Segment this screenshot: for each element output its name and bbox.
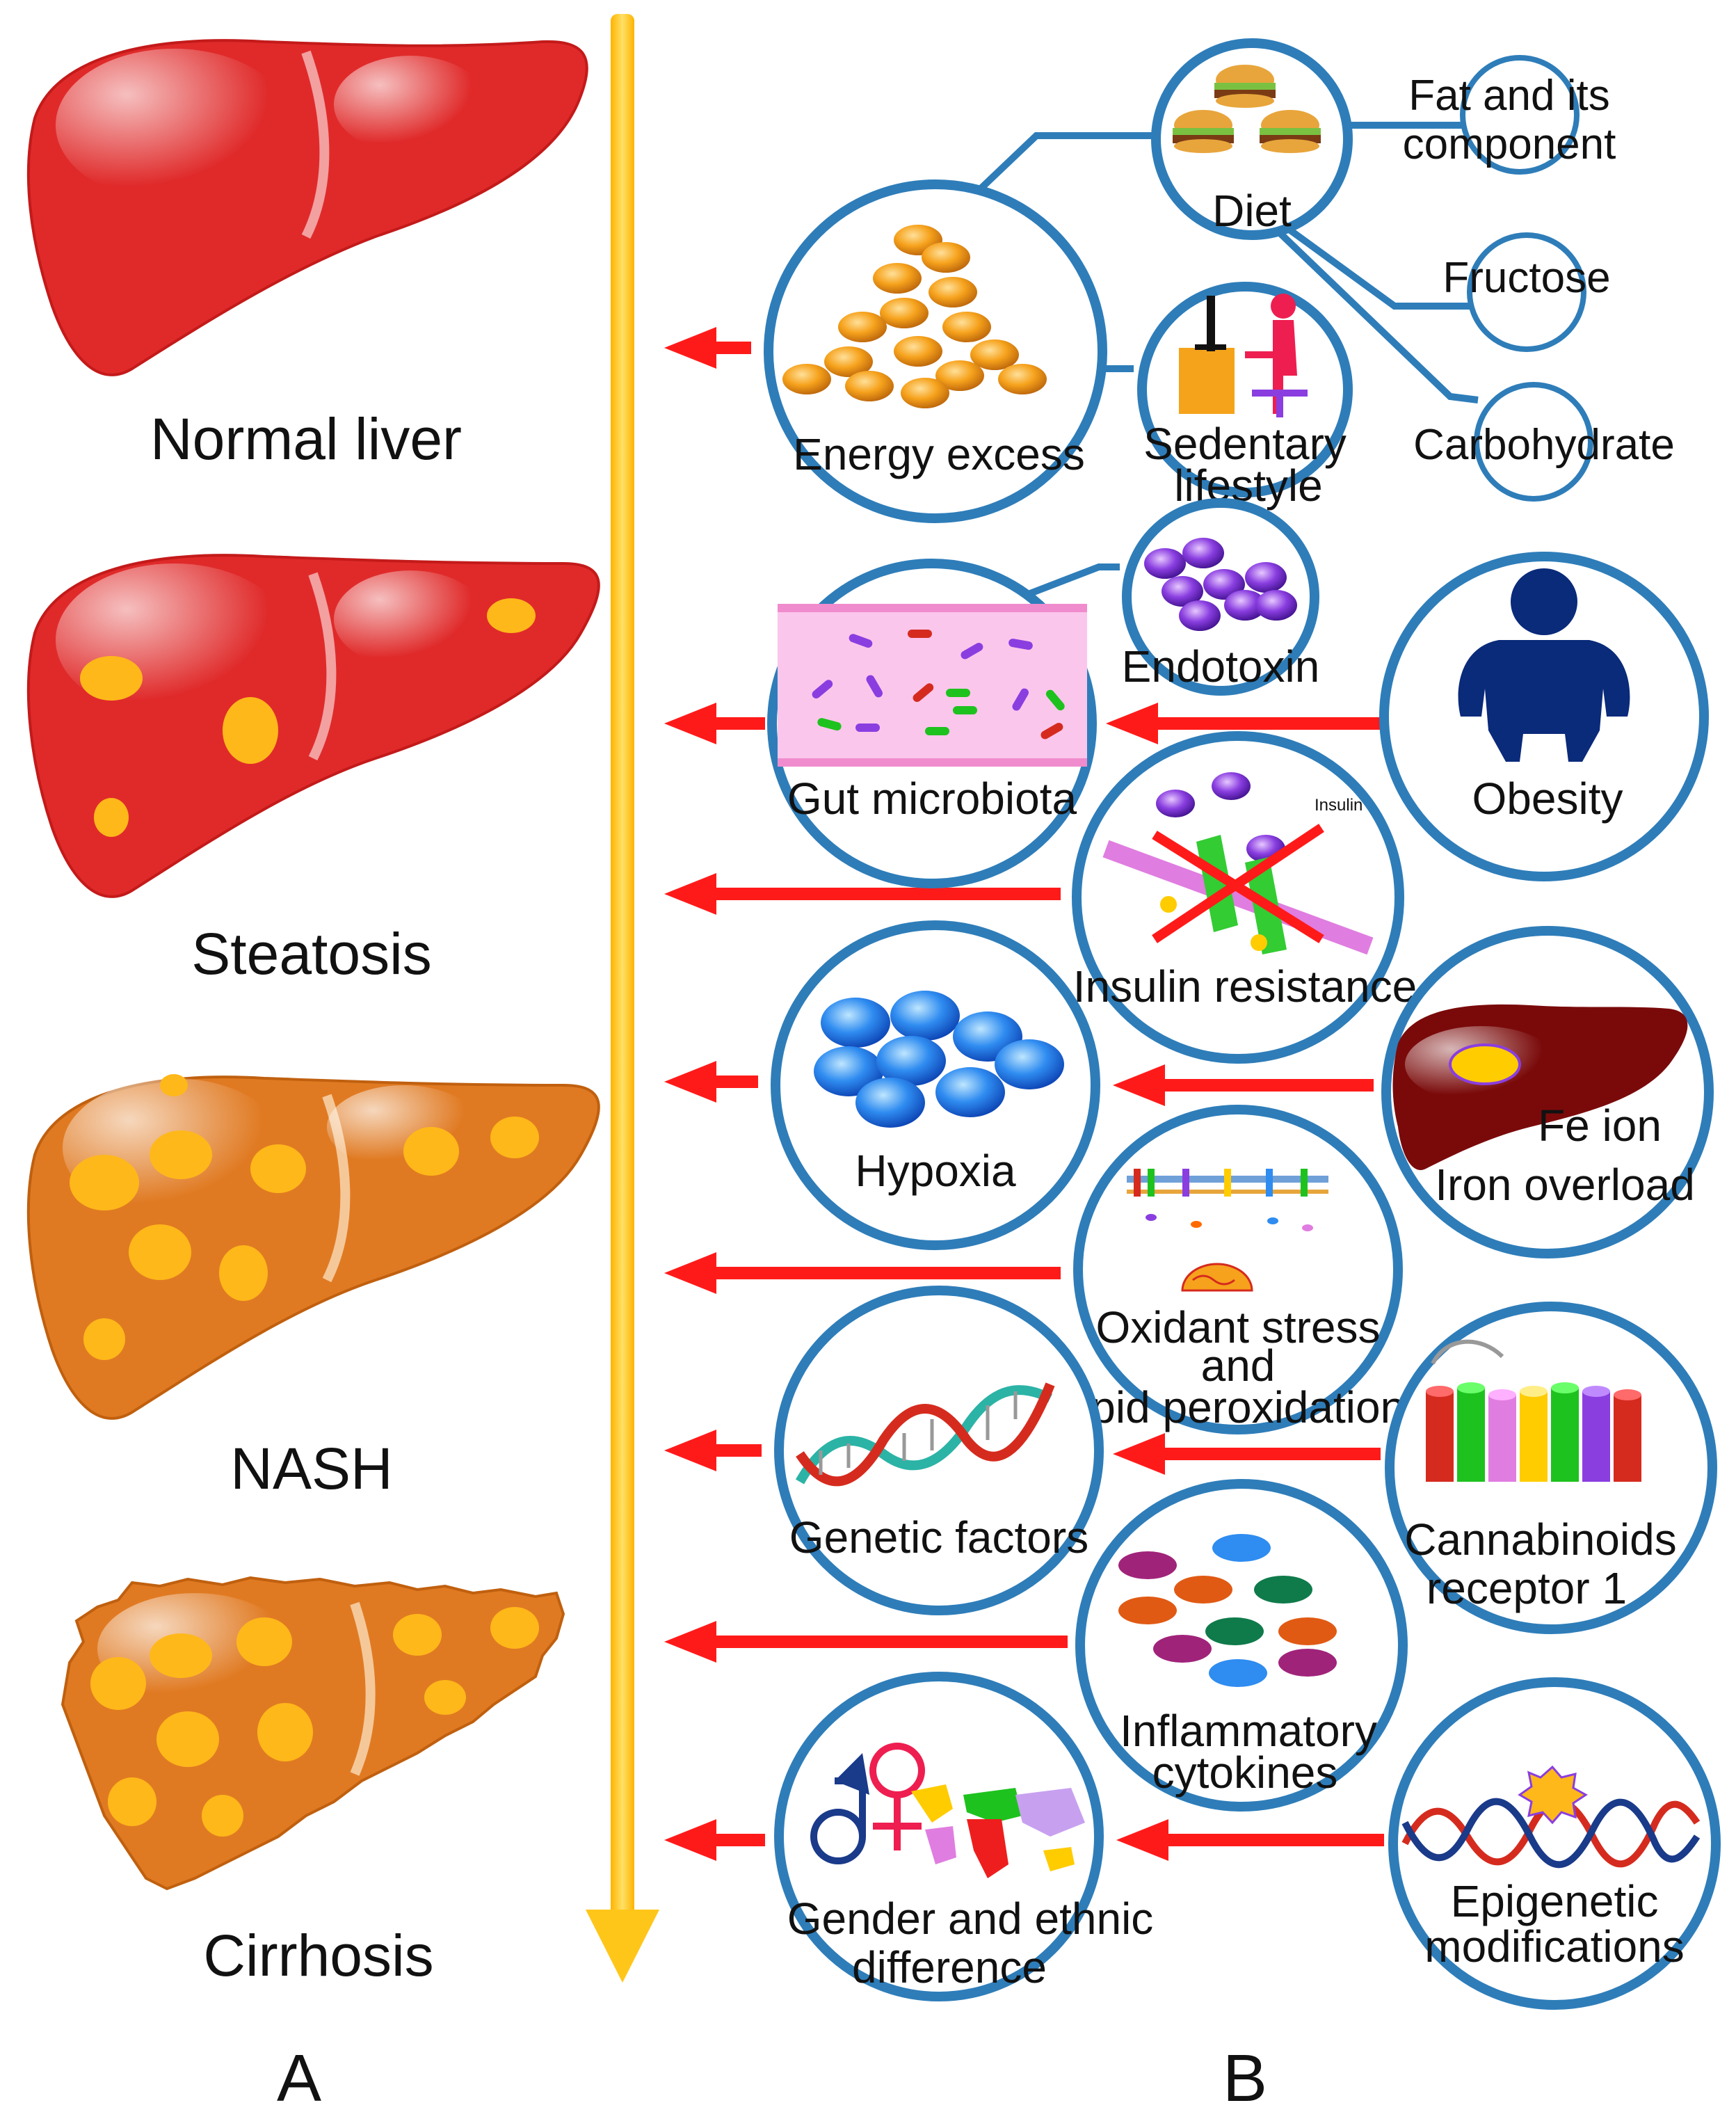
label-fat-line2: component bbox=[1403, 120, 1616, 168]
blue-cells-icon bbox=[814, 991, 1064, 1128]
bacteria-in-vessel-icon bbox=[778, 604, 1087, 767]
node-fructose: Fructose bbox=[1442, 232, 1611, 352]
purple-particles-icon bbox=[1144, 538, 1297, 631]
label-inflammatory-line2: cytokines bbox=[1152, 1748, 1338, 1798]
node-sedentary: Sedentary lifestyle bbox=[1137, 282, 1353, 511]
stage-label-normal: Normal liver bbox=[150, 406, 462, 472]
obese-person-icon bbox=[1458, 568, 1630, 762]
node-epigenetic: Epigenetic modifications bbox=[1388, 1677, 1721, 2010]
arrow-epigenetic-to-gender bbox=[1116, 1819, 1384, 1861]
arrow-gender bbox=[664, 1819, 765, 1861]
node-fat: Fat and its component bbox=[1403, 55, 1616, 175]
node-carbohydrate: Carbohydrate bbox=[1413, 382, 1675, 502]
arrow-obesity-to-gut bbox=[1106, 703, 1384, 744]
label-epigenetic-line2: modifications bbox=[1424, 1921, 1685, 1972]
label-gut-microbiota: Gut microbiota bbox=[787, 774, 1077, 824]
stage-label-steatosis: Steatosis bbox=[191, 921, 432, 986]
label-oxidant-line1: Oxidant stress bbox=[1095, 1302, 1380, 1352]
node-iron-overload: Fe ion Iron overload bbox=[1381, 926, 1714, 1258]
panel-a: Normal liver Steatosis bbox=[26, 14, 659, 2116]
label-iron-line2: Iron overload bbox=[1435, 1160, 1695, 1210]
dna-helix-icon bbox=[795, 1382, 1055, 1487]
node-obesity: Obesity bbox=[1379, 552, 1709, 881]
label-cannabinoids-line2: receptor 1 bbox=[1426, 1563, 1627, 1613]
label-iron-line1: Fe ion bbox=[1538, 1101, 1662, 1151]
label-oxidant-line2: and bbox=[1201, 1341, 1276, 1391]
label-insulin-resistance: Insulin resistance bbox=[1073, 961, 1417, 1011]
label-fructose: Fructose bbox=[1442, 254, 1610, 302]
panel-b: Energy excess Diet Fat and its component… bbox=[664, 38, 1721, 2116]
receptor-barrels-icon bbox=[1426, 1339, 1641, 1482]
arrow-hypoxia bbox=[664, 1061, 758, 1103]
label-inflammatory-line1: Inflammatory bbox=[1120, 1706, 1377, 1756]
node-cannabinoids: Cannabinoids receptor 1 bbox=[1385, 1302, 1717, 1634]
arrow-cannabinoid-to-genetic bbox=[1113, 1433, 1381, 1475]
arrow-oxidant bbox=[664, 1252, 1061, 1294]
person-at-computer-icon bbox=[1179, 294, 1308, 417]
label-carbohydrate: Carbohydrate bbox=[1413, 421, 1675, 469]
node-inflammatory: Inflammatory cytokines bbox=[1075, 1479, 1408, 1812]
liver-cirrhosis-icon bbox=[61, 1576, 565, 1891]
label-epigenetic-line1: Epigenetic bbox=[1451, 1876, 1659, 1926]
stage-label-nash: NASH bbox=[230, 1436, 392, 1501]
fat-globules-icon bbox=[782, 225, 1047, 408]
label-hypoxia: Hypoxia bbox=[855, 1146, 1016, 1196]
label-genetic-factors: Genetic factors bbox=[789, 1512, 1088, 1562]
membrane-peroxidation-icon bbox=[1127, 1169, 1328, 1292]
dna-modification-icon bbox=[1401, 1765, 1701, 1869]
cytokine-particles-icon bbox=[1118, 1534, 1337, 1687]
label-gender-line1: Gender and ethnic bbox=[787, 1894, 1154, 1944]
arrow-iron-to-hypoxia bbox=[1113, 1064, 1374, 1106]
gender-symbols-world-map-icon bbox=[810, 1743, 1085, 1878]
stage-label-cirrhosis: Cirrhosis bbox=[203, 1923, 433, 1988]
node-hypoxia: Hypoxia bbox=[771, 920, 1100, 1250]
crossed-receptor-icon: Insulin bbox=[1102, 772, 1374, 955]
label-fat-line1: Fat and its bbox=[1408, 72, 1609, 120]
label-endotoxin: Endotoxin bbox=[1122, 641, 1320, 691]
arrow-inflammatory bbox=[664, 1621, 1068, 1663]
node-oxidant-stress: Oxidant stress and lipid peroxidation bbox=[1071, 1105, 1405, 1434]
insulin-icon-text: Insulin bbox=[1315, 796, 1363, 815]
causal-arrows bbox=[664, 327, 1384, 1861]
node-diet: Diet bbox=[1151, 38, 1353, 240]
label-energy-excess: Energy excess bbox=[793, 429, 1085, 479]
node-energy-excess: Energy excess bbox=[764, 179, 1107, 523]
label-gender-line2: difference bbox=[852, 1942, 1047, 1992]
progression-arrow bbox=[586, 14, 659, 1983]
node-genetic-factors: Genetic factors bbox=[774, 1286, 1104, 1615]
node-endotoxin: Endotoxin bbox=[1122, 498, 1320, 696]
liver-normal-icon bbox=[26, 39, 588, 376]
arrow-gut bbox=[664, 703, 765, 744]
label-obesity: Obesity bbox=[1472, 774, 1623, 824]
liver-with-iron-icon bbox=[1392, 1004, 1688, 1170]
arrow-genetic bbox=[664, 1430, 762, 1471]
label-diet: Diet bbox=[1212, 186, 1292, 236]
arrow-insulin bbox=[664, 873, 1061, 915]
node-insulin-resistance: Insulin Insulin resistance bbox=[1072, 731, 1417, 1064]
node-gender-ethnic: Gender and ethnic difference bbox=[774, 1672, 1154, 2001]
burgers-icon bbox=[1173, 65, 1321, 153]
node-gut-microbiota: Gut microbiota bbox=[767, 559, 1097, 888]
label-sedentary-line1: Sedentary bbox=[1143, 419, 1347, 469]
liver-nash-icon bbox=[26, 1074, 600, 1420]
label-cannabinoids-line1: Cannabinoids bbox=[1404, 1514, 1676, 1565]
label-oxidant-line3: lipid peroxidation bbox=[1071, 1382, 1405, 1432]
liver-steatosis-icon bbox=[26, 554, 600, 898]
arrow-energy bbox=[664, 327, 751, 369]
panel-letter-a: A bbox=[277, 2041, 321, 2116]
panel-letter-b: B bbox=[1223, 2041, 1267, 2116]
